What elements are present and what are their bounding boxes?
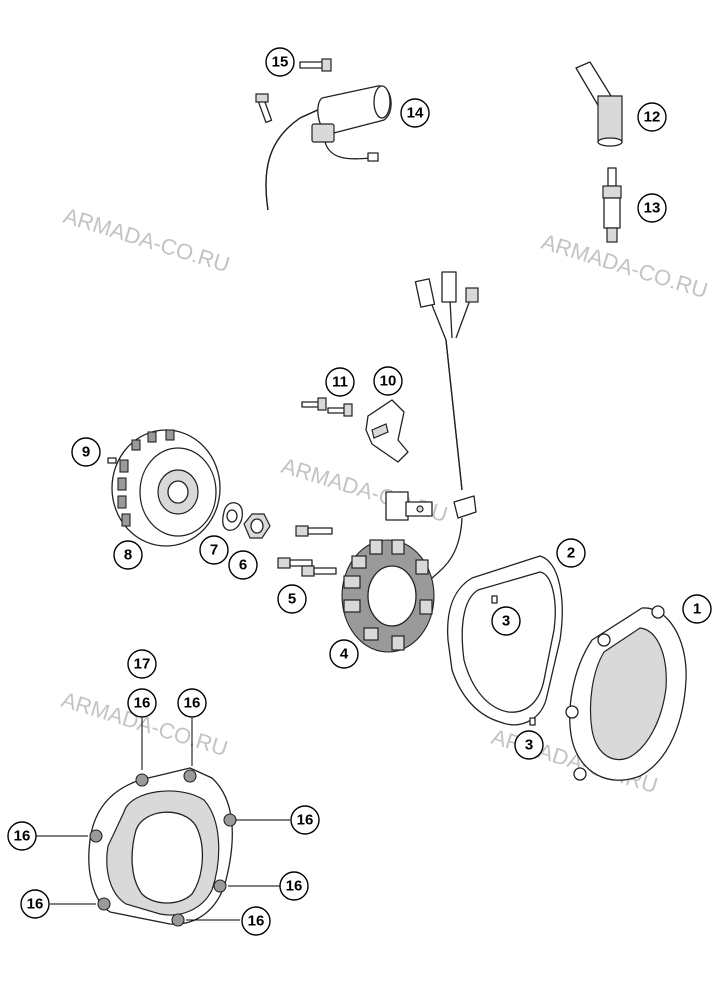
coil-connector-block <box>311 123 335 143</box>
callout-16-g: 16 <box>241 906 271 936</box>
spark-plug <box>602 167 622 243</box>
harness-connector-1 <box>414 278 436 308</box>
callout-6: 6 <box>228 550 258 580</box>
coil-hv-cable-inner <box>265 107 323 211</box>
cover-bolt-1 <box>135 773 149 787</box>
callout-3-upper: 3 <box>491 606 521 636</box>
stator-wiring-harness <box>414 271 479 581</box>
callout-10: 10 <box>373 366 403 396</box>
callout-16-c: 16 <box>7 821 37 851</box>
dowel-pin-lower <box>529 717 536 726</box>
callout-12-label: 12 <box>644 109 661 126</box>
cover-bolt-5 <box>213 879 227 893</box>
rotor-teeth <box>117 429 175 527</box>
cover-bolt-view <box>88 767 237 927</box>
callout-13: 13 <box>637 193 667 223</box>
callout-16-f: 16 <box>20 889 50 919</box>
callout-16-b: 16 <box>177 688 207 718</box>
callout-16-f-label: 16 <box>27 896 44 913</box>
callout-9: 9 <box>71 437 101 467</box>
coil-lead-wire <box>324 141 371 160</box>
harness-connector-3 <box>465 287 479 303</box>
pickup-sensor <box>385 491 433 521</box>
callout-3-upper-label: 3 <box>502 613 510 630</box>
flywheel-nut <box>243 513 271 539</box>
ignition-coil-end <box>373 85 391 119</box>
callout-1: 1 <box>682 594 712 624</box>
callout-16-b-label: 16 <box>184 695 201 712</box>
callout-11: 11 <box>325 367 355 397</box>
callout-10-label: 10 <box>380 373 397 390</box>
callout-5-label: 5 <box>288 591 296 608</box>
callout-3-lower-label: 3 <box>525 737 533 754</box>
callout-8: 8 <box>113 540 143 570</box>
callout-14-label: 14 <box>407 105 424 122</box>
callout-8-label: 8 <box>124 547 132 564</box>
spark-plug-cap <box>575 61 623 147</box>
callout-2: 2 <box>556 538 586 568</box>
callout-4-label: 4 <box>340 646 349 663</box>
stator-bolt-1 <box>295 525 333 537</box>
callout-4: 4 <box>329 639 359 669</box>
callout-7: 7 <box>199 535 229 565</box>
cover-bolt-3 <box>89 829 103 843</box>
callout-17: 17 <box>127 649 157 679</box>
callout-16-g-label: 16 <box>248 913 265 930</box>
callout-9-label: 9 <box>82 444 90 461</box>
cover-bolt-7 <box>171 913 185 927</box>
callout-12: 12 <box>637 102 667 132</box>
woodruff-key <box>107 457 117 464</box>
watermark-1: ARMADA-CO.RU <box>61 203 233 277</box>
stator-bolt-2 <box>277 557 313 569</box>
leader-lines <box>36 718 290 921</box>
callout-7-label: 7 <box>210 542 218 559</box>
callout-15-label: 15 <box>272 54 289 71</box>
coil-bolt-upper <box>299 58 332 72</box>
cover-gasket <box>446 555 563 726</box>
callout-16-e: 16 <box>279 871 309 901</box>
cover-bolt-2 <box>183 769 197 783</box>
callout-1-label: 1 <box>693 601 701 618</box>
dowel-pin-upper <box>491 595 498 604</box>
coil-bolt-lower <box>255 93 273 124</box>
callout-15: 15 <box>265 47 295 77</box>
ignition-coil-assembly <box>255 58 392 211</box>
callout-6-label: 6 <box>239 557 247 574</box>
callout-13-label: 13 <box>644 200 661 217</box>
washer <box>222 502 243 531</box>
callout-16-a-label: 16 <box>134 695 151 712</box>
stator-bolts <box>277 525 337 577</box>
callout-16-d-label: 16 <box>297 812 314 829</box>
callout-16-c-label: 16 <box>14 828 31 845</box>
cover-bolt-4 <box>223 813 237 827</box>
clamp-bolts <box>301 397 353 417</box>
flywheel-rotor <box>111 429 221 547</box>
callout-14: 14 <box>400 98 430 128</box>
cover-bolt-6 <box>97 897 111 911</box>
stator <box>341 539 435 653</box>
callout-16-e-label: 16 <box>286 878 303 895</box>
coil-lead-terminal <box>367 152 379 162</box>
cable-clamp <box>365 399 409 463</box>
callout-5: 5 <box>277 584 307 614</box>
harness-grommet <box>453 495 477 519</box>
callout-3-lower: 3 <box>514 730 544 760</box>
callout-17-label: 17 <box>134 656 151 673</box>
watermark-2: ARMADA-CO.RU <box>539 229 711 303</box>
callout-16-a: 16 <box>127 688 157 718</box>
callout-2-label: 2 <box>567 545 575 562</box>
harness-connector-2 <box>441 271 457 303</box>
generator-cover <box>565 605 687 781</box>
callout-11-label: 11 <box>332 374 348 391</box>
callout-16-d: 16 <box>290 805 320 835</box>
stator-bolt-3 <box>301 565 337 577</box>
